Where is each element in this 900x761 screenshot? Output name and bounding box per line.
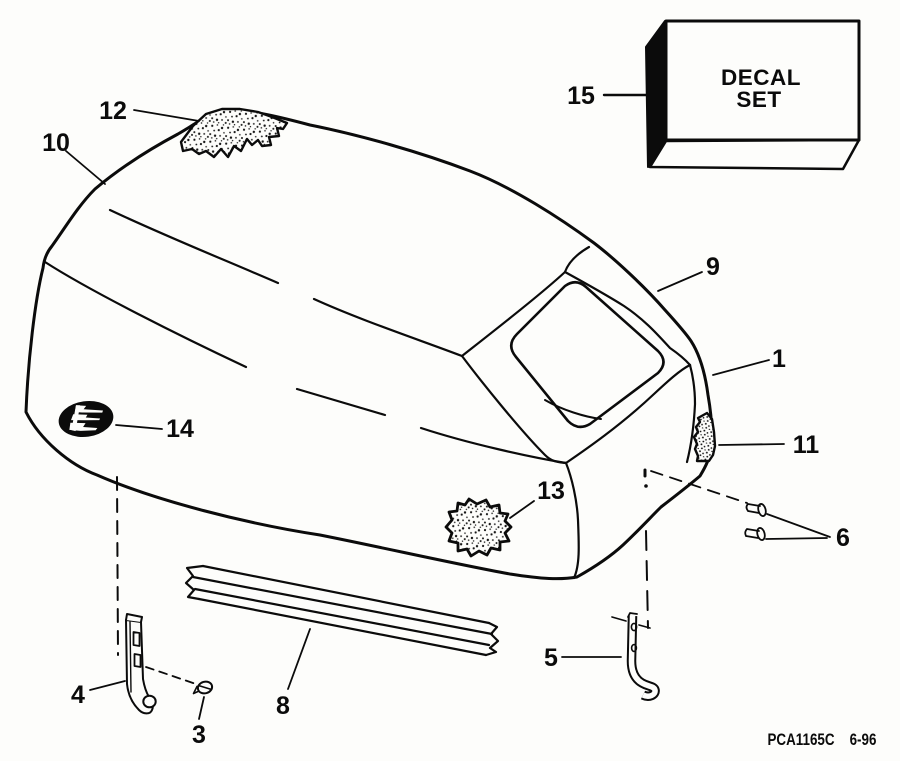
svg-text:6-96: 6-96 — [850, 731, 877, 750]
svg-text:9: 9 — [706, 253, 720, 281]
svg-text:12: 12 — [99, 97, 127, 125]
svg-text:PCA1165C: PCA1165C — [767, 731, 834, 750]
svg-text:15: 15 — [567, 82, 595, 110]
svg-text:13: 13 — [537, 477, 565, 505]
svg-text:8: 8 — [276, 692, 290, 720]
svg-text:11: 11 — [793, 431, 820, 459]
svg-text:1: 1 — [772, 345, 786, 373]
svg-text:5: 5 — [544, 644, 558, 672]
svg-text:DECAL: DECAL — [721, 65, 801, 90]
svg-text:3: 3 — [192, 721, 206, 749]
svg-text:6: 6 — [836, 524, 850, 552]
svg-text:SET: SET — [736, 87, 781, 112]
svg-text:4: 4 — [71, 681, 85, 709]
svg-text:14: 14 — [166, 415, 194, 443]
svg-text:10: 10 — [42, 129, 70, 157]
